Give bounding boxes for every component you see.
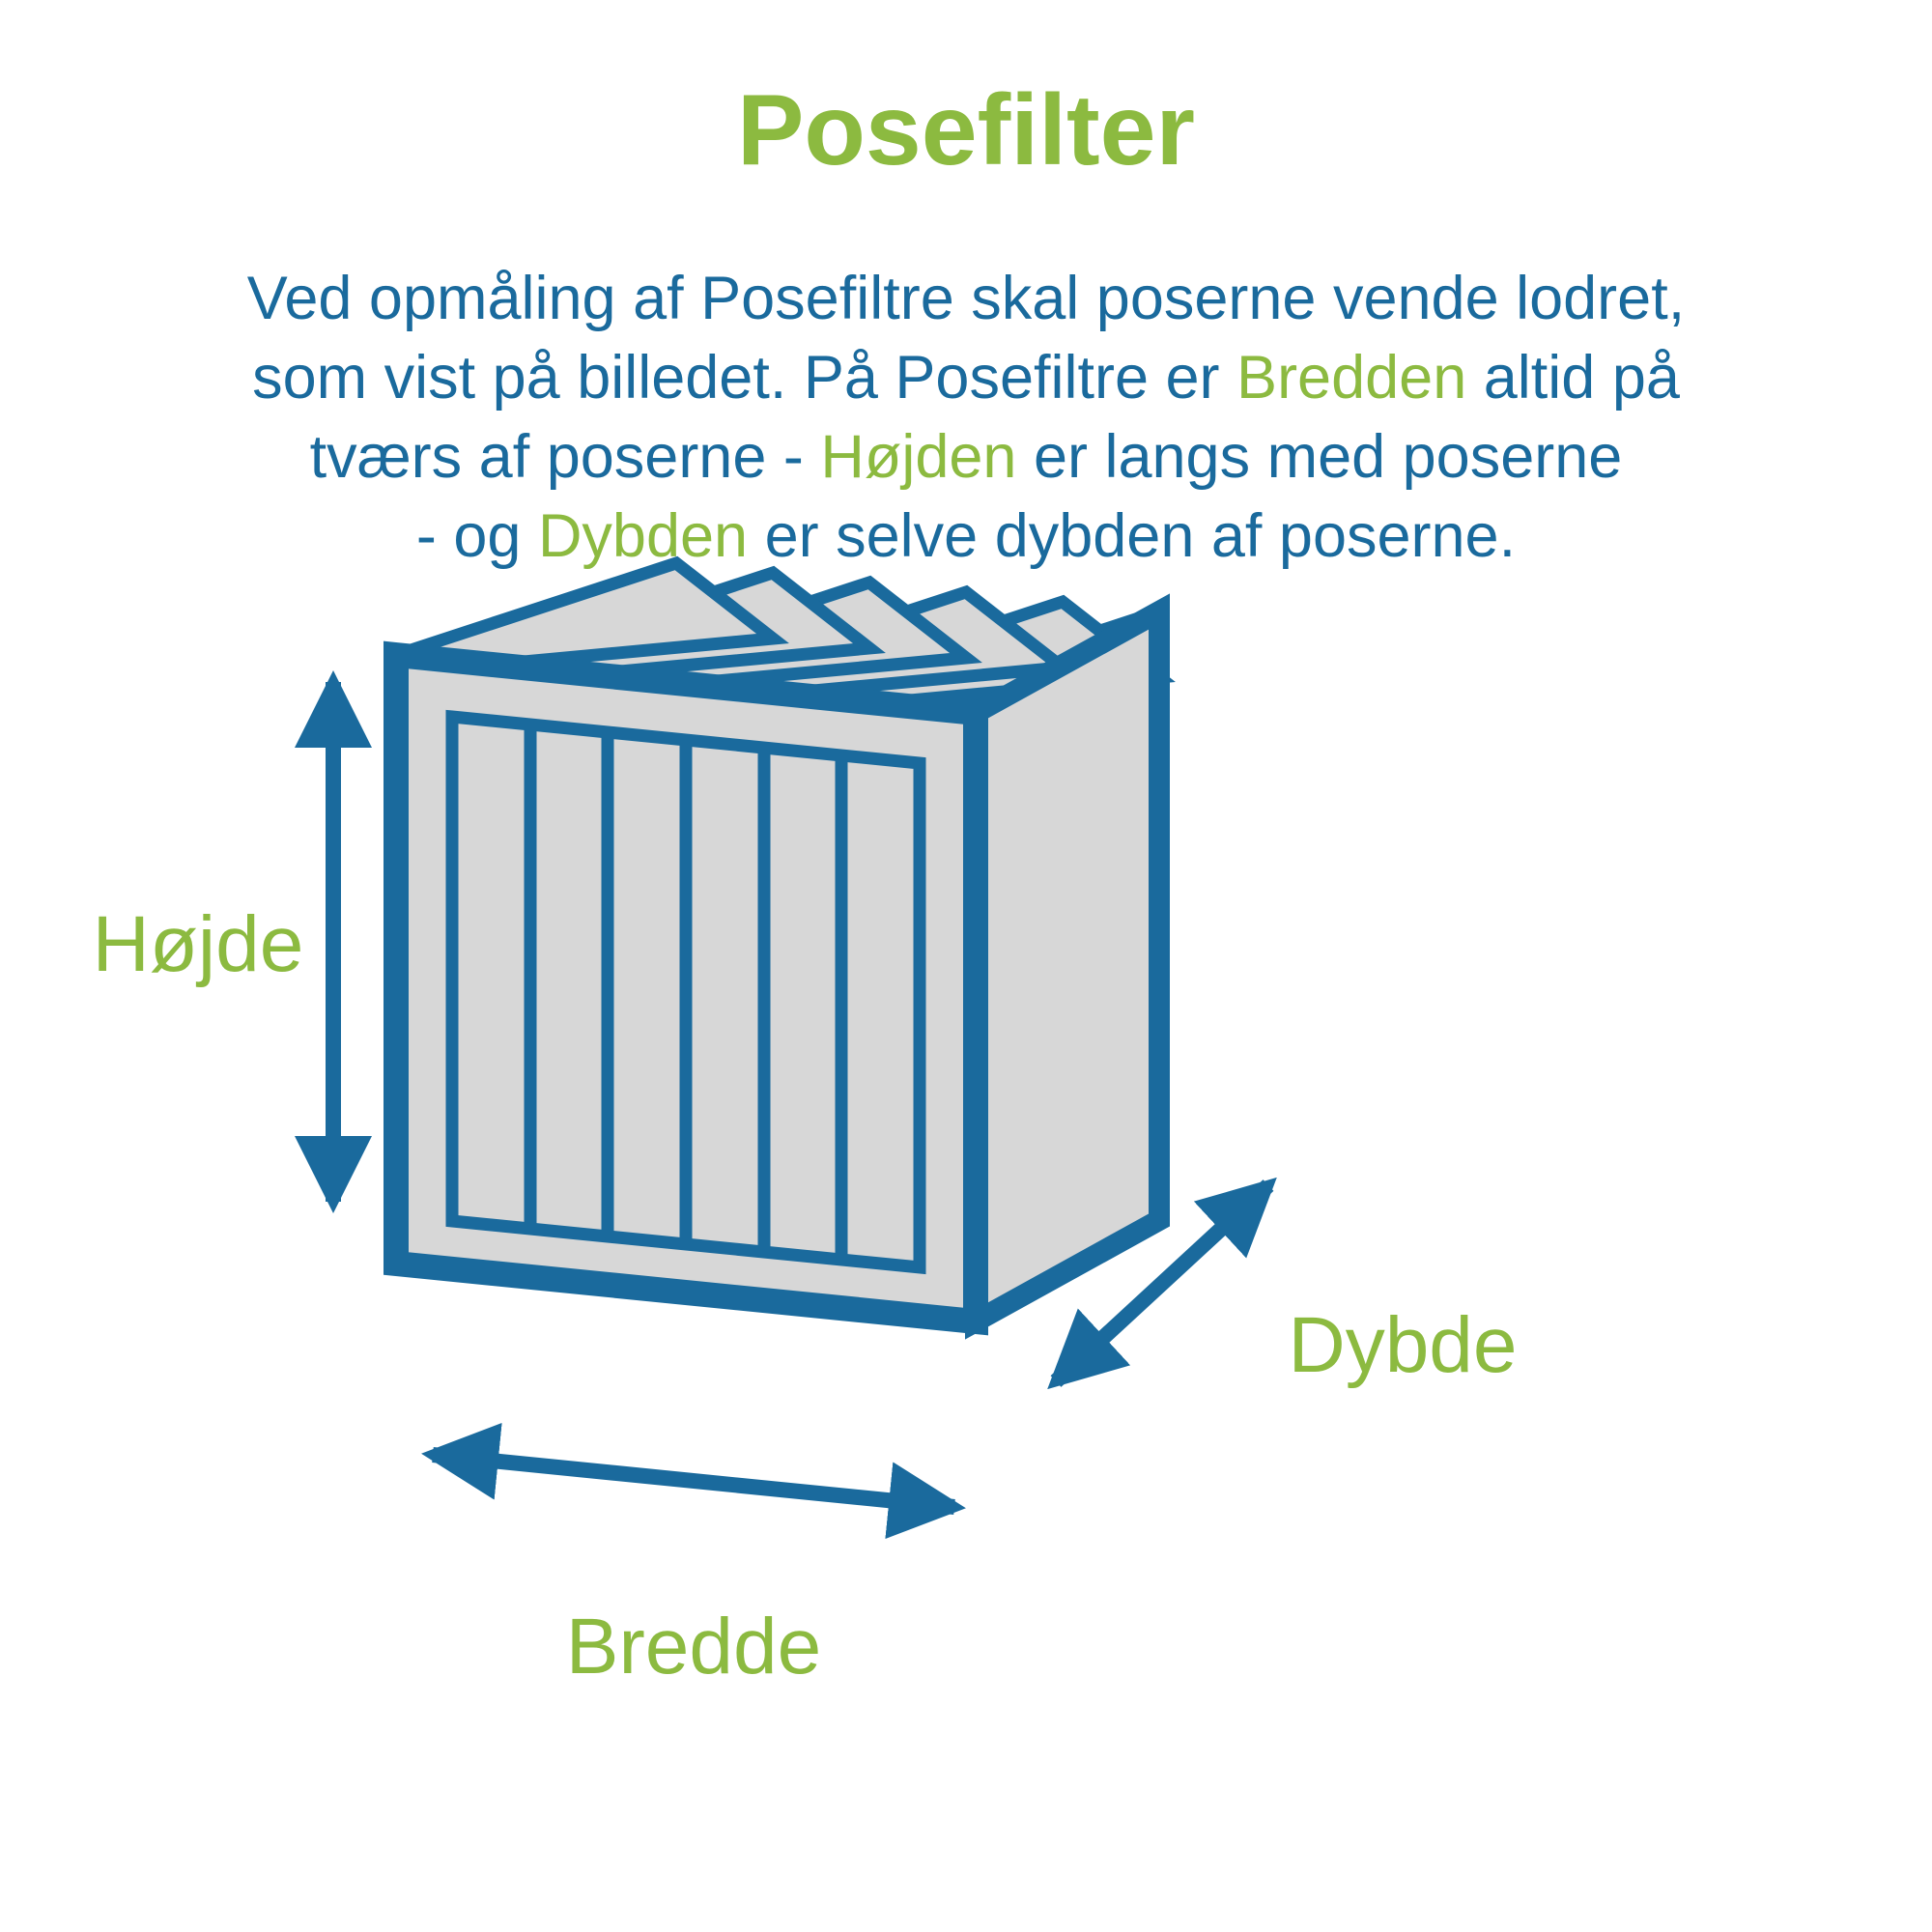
- page-title: Posefilter: [737, 74, 1195, 186]
- intro-line-4-pre: - og: [415, 502, 538, 570]
- intro-line-1: Ved opmåling af Posefiltre skal poserne …: [246, 265, 1686, 332]
- depth-label: Dybde: [1288, 1301, 1517, 1389]
- dimension-annotations: Højde Bredde Dybde: [93, 670, 1518, 1690]
- intro-line-3-pre: tværs af poserne -: [309, 423, 821, 491]
- intro-line-4: - og Dybden er selve dybden af poserne.: [416, 502, 1516, 570]
- intro-line-3-post: er langs med poserne: [1016, 423, 1623, 491]
- width-arrow: [421, 1422, 966, 1540]
- height-label: Højde: [93, 900, 304, 988]
- intro-line-2: som vist på billedet. På Posefiltre er B…: [252, 344, 1680, 412]
- intro-hojden-highlight: Højden: [820, 423, 1017, 491]
- intro-line-3: tværs af poserne - Højden er langs med p…: [310, 423, 1623, 491]
- intro-text: Ved opmåling af Posefiltre skal poserne …: [0, 259, 1932, 576]
- intro-line-2-pre: som vist på billedet. På Posefiltre er: [252, 344, 1237, 412]
- intro-line-2-post: altid på: [1466, 344, 1680, 412]
- bag-filter-illustration: [384, 555, 1176, 1340]
- intro-dybden-highlight: Dybden: [537, 502, 749, 570]
- depth-arrow: [1047, 1177, 1277, 1390]
- width-label: Bredde: [566, 1603, 821, 1690]
- intro-bredden-highlight: Bredden: [1236, 344, 1467, 412]
- intro-line-4-post: er selve dybden af poserne.: [748, 502, 1517, 570]
- filter-side-panel: [965, 593, 1170, 1340]
